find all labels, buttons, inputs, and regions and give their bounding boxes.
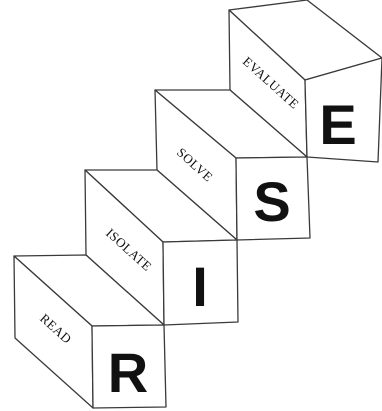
step-letter-s: S: [253, 170, 290, 233]
step-letter-e: E: [319, 93, 356, 156]
step-letter-r: R: [108, 341, 148, 404]
step-letter-i: I: [192, 255, 208, 318]
